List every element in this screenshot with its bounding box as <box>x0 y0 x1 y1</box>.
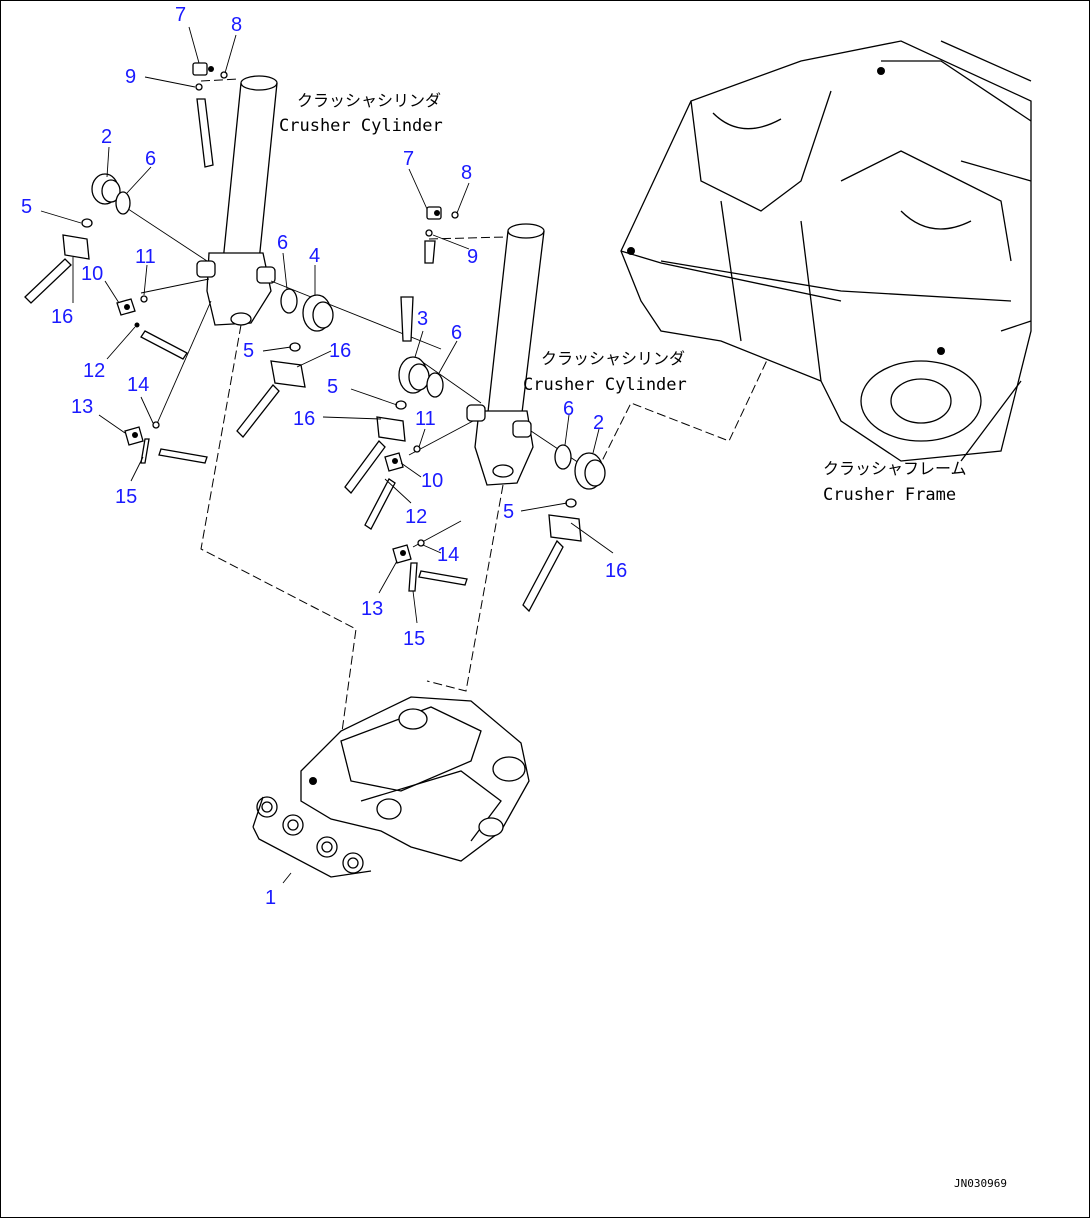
label-cylinder-right-en: Crusher Cylinder <box>523 375 687 395</box>
part-pipe-15a <box>158 448 208 464</box>
drawing-code: JN030969 <box>954 1177 1007 1190</box>
part-fitting-3-stack <box>400 296 414 342</box>
part-5d <box>565 498 577 508</box>
part-12a <box>134 322 140 328</box>
callout-5b: 5 <box>243 340 254 362</box>
callout-1: 1 <box>265 887 276 909</box>
callout-9a: 9 <box>125 66 136 88</box>
callout-7b: 7 <box>403 148 414 170</box>
part-bushing-2a <box>91 173 121 205</box>
callout-5a: 5 <box>21 196 32 218</box>
callout-16a: 16 <box>51 306 73 328</box>
part-bushing-2b <box>574 452 606 490</box>
callout-8a: 8 <box>231 14 242 36</box>
part-bushing-4 <box>302 294 334 332</box>
callout-7a: 7 <box>175 4 186 26</box>
callout-3: 3 <box>417 308 428 330</box>
callout-6a: 6 <box>145 148 156 170</box>
part-bolt-16d <box>522 514 582 613</box>
callout-13a: 13 <box>71 396 93 418</box>
callout-11b: 11 <box>415 408 436 430</box>
part-11a <box>140 295 148 303</box>
right-cylinder <box>426 223 545 692</box>
part-hose-9a <box>195 83 214 168</box>
label-cylinder-left-jp: クラッシャシリンダ <box>297 91 441 110</box>
part-grease-fitting-7b <box>426 206 442 220</box>
callout-8b: 8 <box>461 162 472 184</box>
callout-15a: 15 <box>115 486 137 508</box>
part-o-ring-6a <box>115 191 131 215</box>
callout-9b: 9 <box>467 246 478 268</box>
part-bushing-3 <box>398 356 430 394</box>
callout-6c: 6 <box>451 322 462 344</box>
callout-5c: 5 <box>327 376 338 398</box>
part-pipe-12b <box>364 478 396 530</box>
callout-13b: 13 <box>361 598 383 620</box>
part-13b <box>392 544 412 564</box>
crusher-frame <box>620 40 1032 462</box>
callout-6d: 6 <box>563 398 574 420</box>
callout-15b: 15 <box>403 628 425 650</box>
part-bolt-16a <box>24 234 90 304</box>
callout-2b: 2 <box>593 412 604 434</box>
callout-12b: 12 <box>405 506 427 528</box>
part-o-ring-6b <box>280 288 298 314</box>
part-13a <box>124 426 144 446</box>
callout-16c: 16 <box>293 408 315 430</box>
part-bolt-16b <box>236 360 306 438</box>
crusher-linkage-assembly <box>300 696 530 862</box>
part-11b <box>413 445 421 453</box>
part-10b <box>384 452 404 472</box>
callout-12a: 12 <box>83 360 105 382</box>
part-10a <box>116 298 136 316</box>
part-14b <box>417 539 425 547</box>
callout-14a: 14 <box>127 374 149 396</box>
part-o-ring-6c <box>426 372 444 398</box>
left-cylinder <box>196 75 357 740</box>
callout-14b: 14 <box>437 544 459 566</box>
part-grease-fitting-7a <box>192 62 214 76</box>
callout-leaders <box>40 26 614 624</box>
part-8b <box>451 211 459 219</box>
part-pipe-15b <box>418 570 468 586</box>
part-14a <box>152 421 160 429</box>
part-8a <box>220 71 228 79</box>
callout-2a: 2 <box>101 126 112 148</box>
part-5a <box>81 218 93 228</box>
callout-16d: 16 <box>605 560 627 582</box>
callout-10b: 10 <box>421 470 443 492</box>
part-15b <box>408 562 418 592</box>
part-5b <box>289 342 301 352</box>
part-o-ring-6d <box>554 444 572 470</box>
callout-5d: 5 <box>503 501 514 523</box>
leader-1 <box>282 872 292 884</box>
part-bolt-16c <box>344 416 406 494</box>
callout-4: 4 <box>309 245 320 267</box>
label-cylinder-left-en: Crusher Cylinder <box>279 116 443 136</box>
part-pipe-12a <box>140 330 188 360</box>
label-cylinder-right-jp: クラッシャシリンダ <box>541 349 685 368</box>
part-bushings-1 <box>252 796 372 878</box>
callout-10a: 10 <box>81 263 103 285</box>
part-hose-9b <box>424 229 436 264</box>
label-frame-en: Crusher Frame <box>823 485 956 505</box>
part-5c <box>395 400 407 410</box>
callout-6b: 6 <box>277 232 288 254</box>
callout-11a: 11 <box>135 246 156 268</box>
label-frame-jp: クラッシャフレーム <box>823 459 967 478</box>
callout-16b: 16 <box>329 340 351 362</box>
